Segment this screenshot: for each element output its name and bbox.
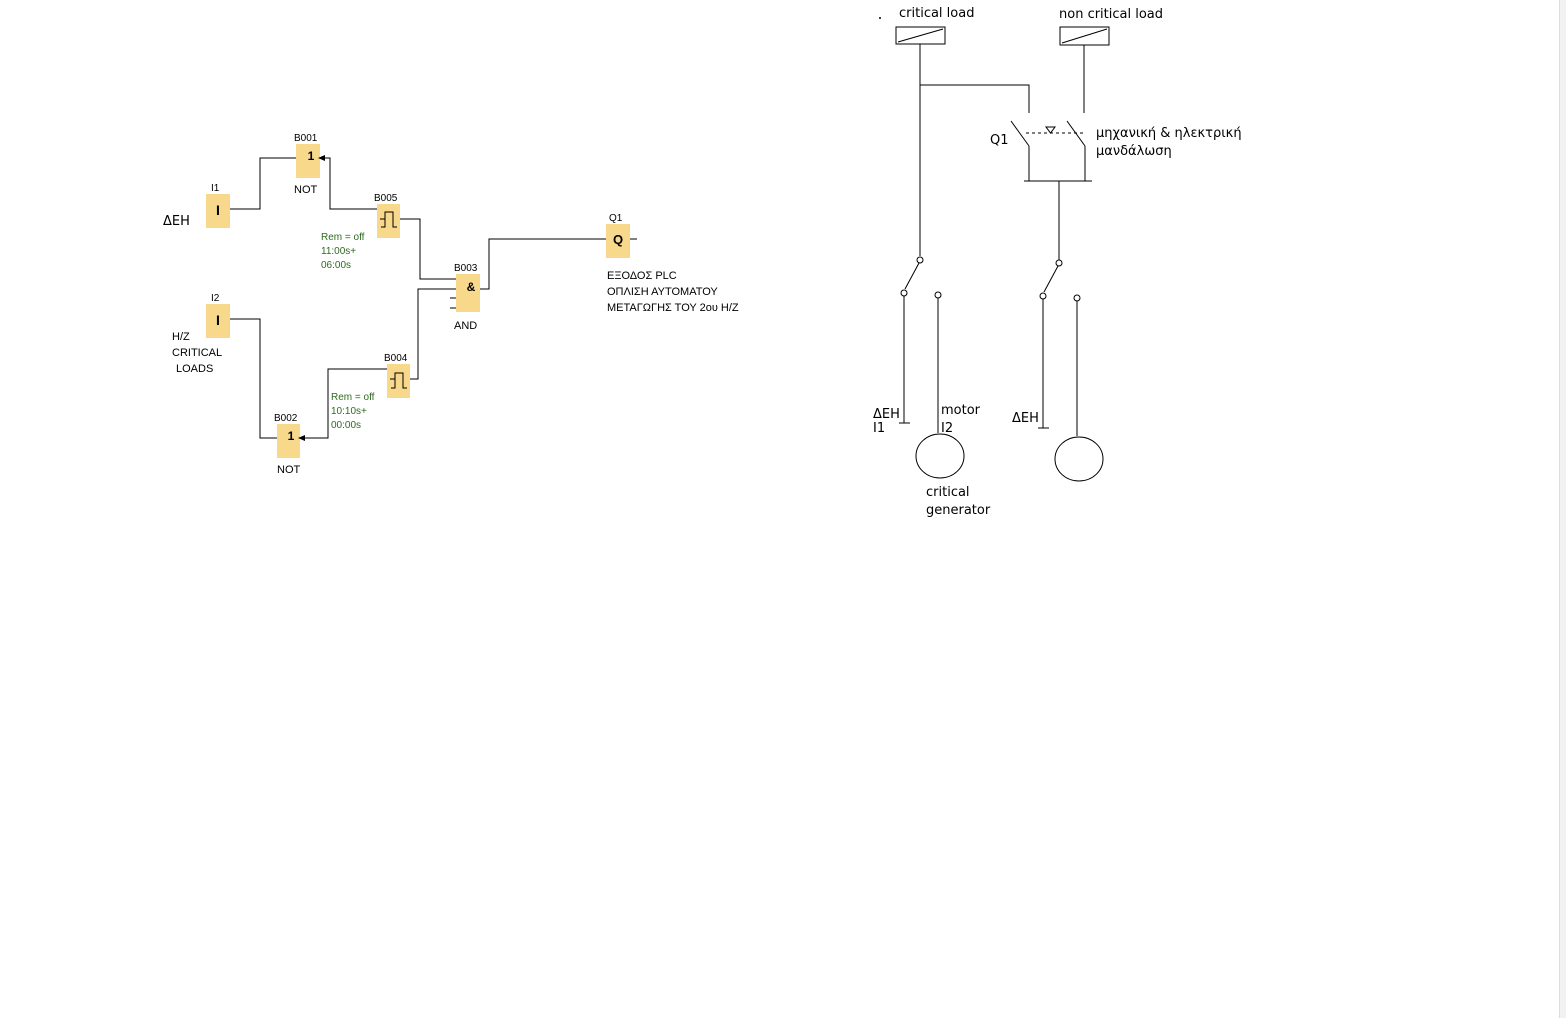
input-i2-label-line: LOADS xyxy=(176,363,213,375)
block-param: 00:00s xyxy=(331,420,361,431)
input-i1: I1 I ΔΕΗ xyxy=(163,183,230,229)
input-symbol: I xyxy=(216,202,220,218)
critical-generator-symbol xyxy=(915,433,965,479)
output-q1: Q1 Q ΕΞΟΔΟΣ PLC ΟΠΛΙΣΗ ΑΥΤΟΜΑΤΟΥ ΜΕΤΑΓΩΓ… xyxy=(606,213,739,314)
block-param: 06:00s xyxy=(321,260,351,271)
load-label-critical: critical load xyxy=(899,6,974,21)
switch-a-label-line: I1 xyxy=(873,421,885,436)
input-i1-id: I1 xyxy=(211,183,220,194)
contactor-contact xyxy=(1010,120,1030,147)
generator-label-line: generator xyxy=(926,503,991,518)
block-b005-timer: B005 Rem = off 11:00s+ 06:00s xyxy=(321,193,400,271)
input-i2-label-line: CRITICAL xyxy=(172,347,222,359)
stray-dot xyxy=(879,17,881,19)
output-id: Q1 xyxy=(609,213,623,224)
interlock-note-line: μηχανική & ηλεκτρική xyxy=(1096,126,1242,141)
generator-label-line: critical xyxy=(926,485,970,500)
switch-b-label-line: motor xyxy=(941,403,981,418)
block-caption: AND xyxy=(454,320,477,332)
generator-symbol xyxy=(1054,436,1104,482)
block-symbol: 1 xyxy=(308,149,315,163)
block-b002-not: B002 1 NOT xyxy=(274,413,305,476)
contactor-label: Q1 xyxy=(990,133,1009,148)
block-caption: NOT xyxy=(277,464,301,476)
block-symbol: 1 xyxy=(288,429,295,443)
input-i2: I2 I H/Z CRITICAL LOADS xyxy=(172,293,230,375)
plc-wiring xyxy=(230,157,637,439)
load-label-non-critical: non critical load xyxy=(1059,7,1163,22)
block-id: B004 xyxy=(384,353,408,364)
block-b001-not: B001 1 NOT xyxy=(294,133,325,196)
block-id: B003 xyxy=(454,263,478,274)
block-id: B005 xyxy=(374,193,398,204)
inverter-marker xyxy=(318,155,325,161)
block-param: 11:00s+ xyxy=(321,246,356,257)
input-i1-label: ΔΕΗ xyxy=(163,214,190,229)
timer-pulse-icon xyxy=(381,211,397,228)
interlock-marker xyxy=(1045,126,1056,134)
switch-a-label-line: ΔΕΗ xyxy=(873,407,900,422)
block-id: B002 xyxy=(274,413,298,424)
output-desc-line: ΟΠΛΙΣΗ ΑΥΤΟΜΑΤΟΥ xyxy=(607,286,718,298)
inverter-marker xyxy=(298,435,305,441)
timer-pulse-icon xyxy=(391,372,407,389)
input-i2-label-line: H/Z xyxy=(172,331,190,343)
switch-b-label-line: I2 xyxy=(941,421,953,436)
output-desc-line: ΜΕΤΑΓΩΓΗΣ ΤΟΥ 2ου H/Z xyxy=(607,302,739,314)
output-desc-line: ΕΞΟΔΟΣ PLC xyxy=(607,270,677,282)
input-i2-id: I2 xyxy=(211,293,220,304)
switch-a-label: ΔΕΗ xyxy=(1012,411,1039,426)
interlock-note-line: μανδάλωση xyxy=(1096,144,1172,159)
output-symbol: Q xyxy=(613,232,623,247)
power-circuit: critical load non critical load Q1 μηχαν… xyxy=(873,6,1242,518)
block-symbol: & xyxy=(467,280,476,294)
block-id: B001 xyxy=(294,133,318,144)
input-symbol: I xyxy=(216,312,220,328)
block-caption: NOT xyxy=(294,184,318,196)
block-param: Rem = off xyxy=(331,392,375,403)
block-param: 10:10s+ xyxy=(331,406,367,417)
vertical-scrollbar[interactable] xyxy=(1559,0,1566,1018)
block-param: Rem = off xyxy=(321,232,365,243)
block-b003-and: B003 & AND xyxy=(454,263,480,332)
block-b004-timer: B004 Rem = off 10:10s+ 00:00s xyxy=(331,353,410,431)
